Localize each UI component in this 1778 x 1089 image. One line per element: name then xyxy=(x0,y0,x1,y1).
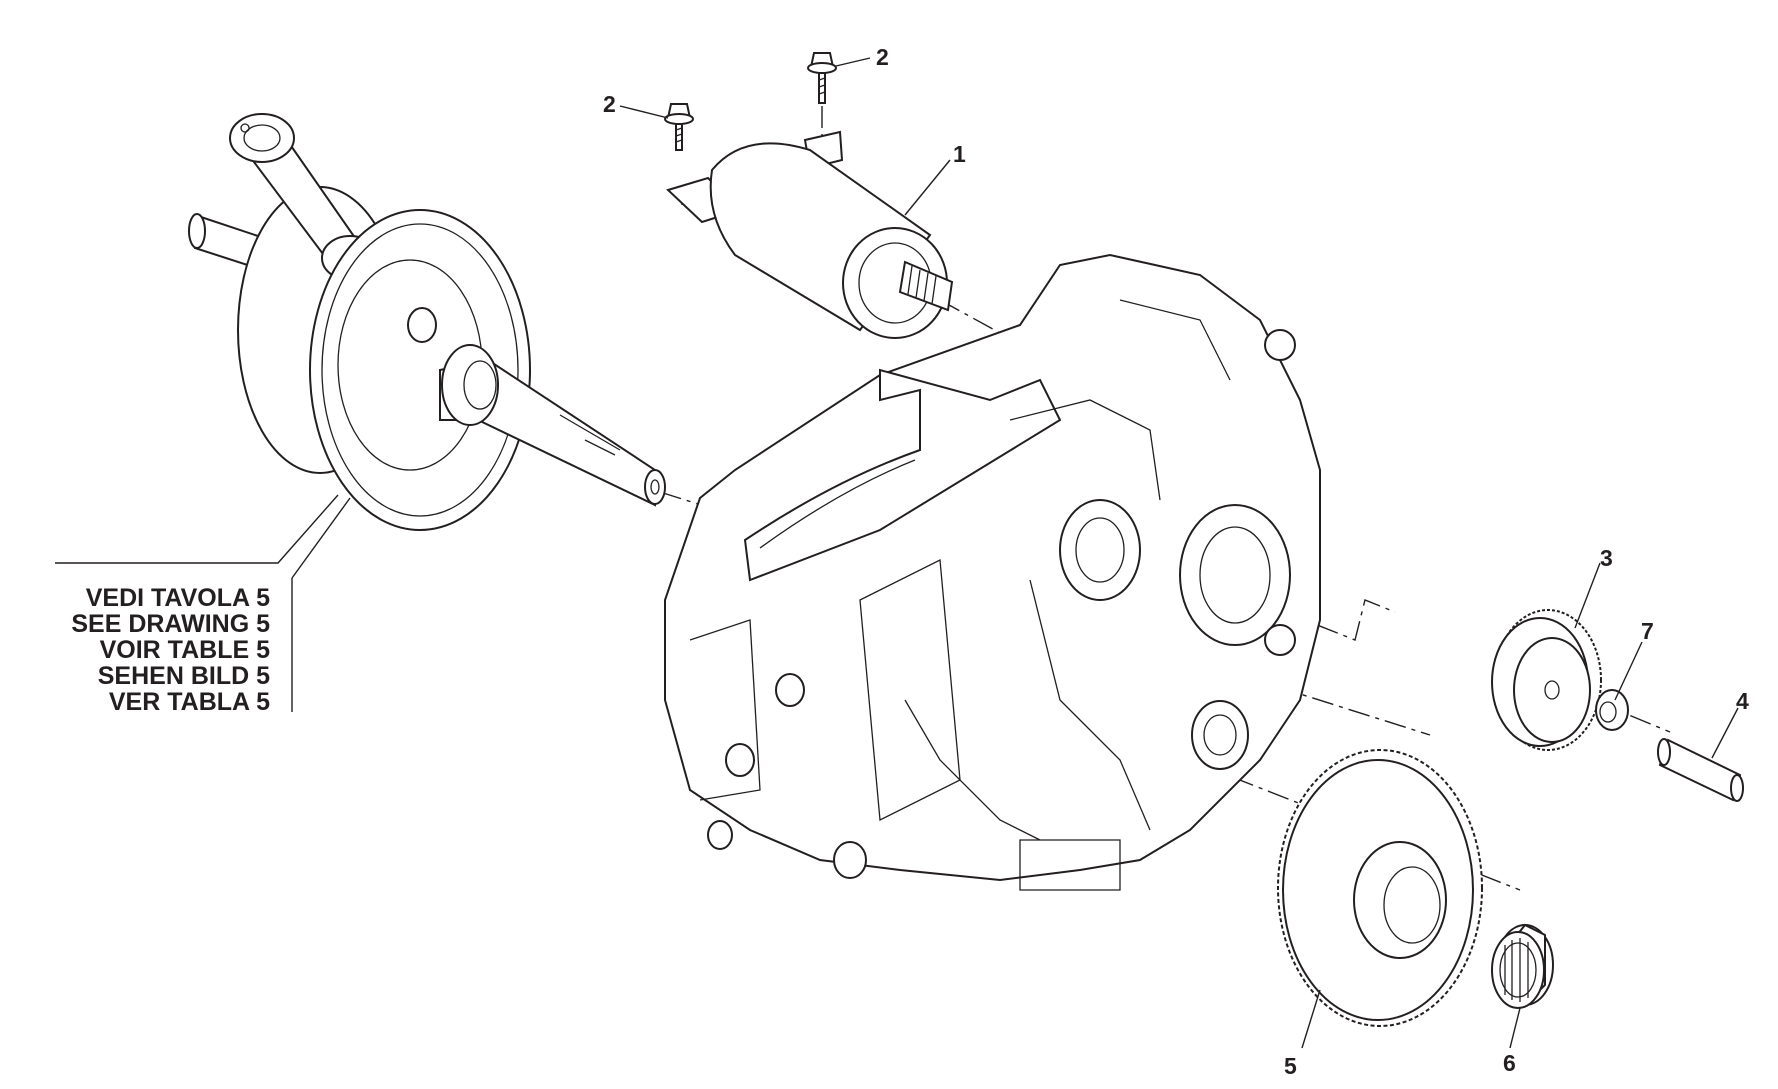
screw-left xyxy=(664,103,694,151)
crankshaft-assembly xyxy=(188,113,666,531)
leader-lines xyxy=(55,57,1739,1049)
starter-motor xyxy=(666,130,954,339)
reference-note-fr: VOIR TABLE 5 xyxy=(99,636,270,664)
reference-note-it: VEDI TAVOLA 5 xyxy=(85,584,270,612)
needle-bearing xyxy=(1491,923,1554,1009)
reference-note-de: SEHEN BILD 5 xyxy=(97,662,270,690)
crankcase xyxy=(664,253,1321,891)
callout-needle-bearing: 6 xyxy=(1503,1050,1516,1076)
callout-screw-left: 2 xyxy=(603,91,616,117)
large-gear xyxy=(1277,749,1483,1027)
spacer xyxy=(1595,689,1629,731)
reference-note: VEDI TAVOLA 5 SEE DRAWING 5 VOIR TABLE 5… xyxy=(50,585,270,715)
callout-spacer: 7 xyxy=(1641,618,1654,644)
reference-note-en: SEE DRAWING 5 xyxy=(71,610,270,638)
callout-screw-right: 2 xyxy=(876,44,889,70)
reference-note-es: VER TABLA 5 xyxy=(108,688,270,716)
screw-right xyxy=(807,52,837,104)
callout-pin: 4 xyxy=(1736,688,1749,714)
callout-starter-motor: 1 xyxy=(953,141,966,167)
pin xyxy=(1657,738,1744,802)
small-gear xyxy=(1491,609,1602,751)
callout-small-gear: 3 xyxy=(1600,545,1613,571)
callout-large-gear: 5 xyxy=(1284,1053,1297,1079)
